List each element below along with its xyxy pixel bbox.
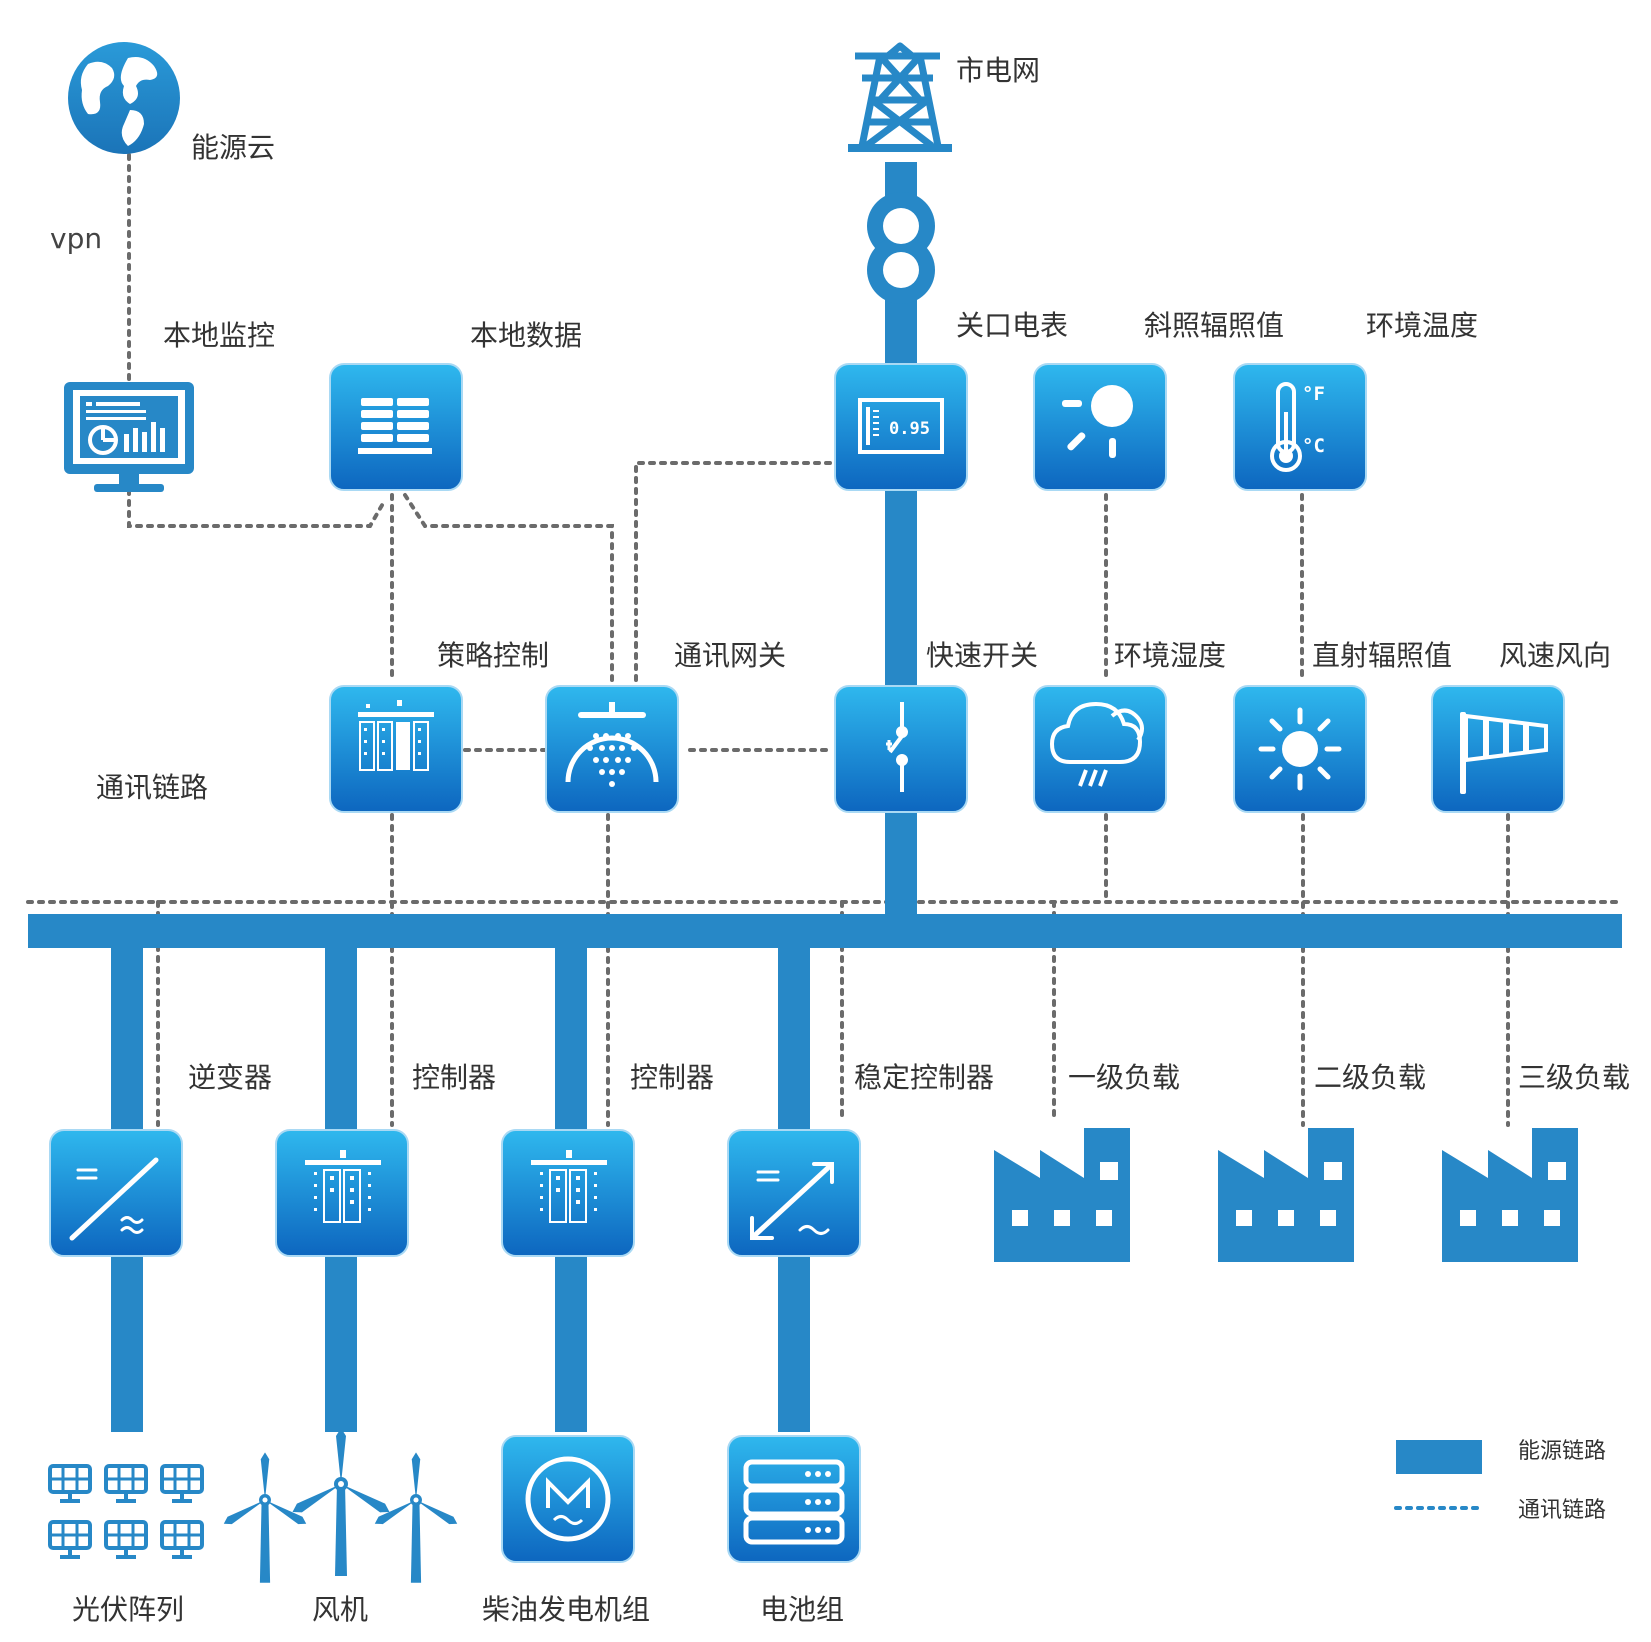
env-temp-tile[interactable]: °F °C (1233, 363, 1367, 491)
legend-energy-label: 能源链路 (1518, 1439, 1606, 1464)
factory-icon (1442, 1128, 1578, 1262)
controller-icon (531, 1150, 607, 1223)
direct-irradiance-tile[interactable] (1233, 685, 1367, 813)
strategy-label: 策略控制 (437, 639, 549, 672)
fast-switch-tile[interactable] (834, 685, 968, 813)
factory-icon (994, 1128, 1130, 1262)
wind-turbine-unit (223, 1452, 307, 1583)
tilt-irradiance-label: 斜照辐照值 (1144, 309, 1284, 342)
solar-panel-unit (48, 1520, 92, 1559)
inverter-label: 逆变器 (188, 1061, 272, 1094)
meter-label: 关口电表 (956, 309, 1068, 342)
thermometer-icon: °F °C (1270, 382, 1325, 472)
server-rack-icon (358, 398, 432, 454)
bidirectional-converter-icon (750, 1162, 834, 1240)
sun-icon (1258, 707, 1342, 791)
battery-tile[interactable] (727, 1435, 861, 1563)
load3-label: 三级负载 (1518, 1061, 1630, 1094)
comm-meter-gateway (634, 461, 832, 682)
controller-icon (305, 1150, 381, 1223)
battery-icon (743, 1459, 845, 1545)
comm-link-label: 通讯链路 (96, 771, 208, 804)
inverter-icon (69, 1157, 159, 1241)
comm-monitor-bus (127, 488, 387, 528)
env-humidity-label: 环境湿度 (1114, 639, 1226, 672)
windsock-icon (1460, 712, 1548, 794)
solar-panel-unit (160, 1520, 204, 1559)
transformer-icon (867, 192, 935, 304)
rain-cloud-icon (1049, 701, 1144, 787)
diesel-label: 柴油发电机组 (482, 1593, 650, 1626)
sun-tilt-icon (1062, 385, 1133, 458)
wind-sensor-label: 风速风向 (1499, 639, 1611, 672)
legend: 能源链路 通讯链路 (1394, 1439, 1606, 1523)
fast-switch-label: 快速开关 (926, 639, 1038, 672)
gateway-label: 通讯网关 (674, 639, 786, 672)
wind-turbine-icon (223, 1428, 458, 1583)
wind-controller-label: 控制器 (412, 1061, 496, 1094)
env-temp-label: 环境温度 (1366, 309, 1478, 342)
unit-f: °F (1302, 383, 1325, 405)
meter-reading: 0.95 (889, 419, 930, 439)
switch-icon (886, 702, 908, 792)
gateway-icon (565, 702, 659, 787)
battery-label: 电池组 (760, 1593, 844, 1626)
load1-label: 一级负载 (1068, 1061, 1180, 1094)
local-data-tile[interactable] (329, 363, 463, 491)
unit-c: °C (1302, 435, 1325, 457)
monitor-icon (64, 382, 194, 492)
globe-icon (68, 42, 180, 154)
factory-icon (1218, 1128, 1354, 1262)
wind-turbine-unit (292, 1428, 390, 1576)
energy-main-bus (28, 914, 1622, 948)
load2-label: 二级负载 (1314, 1061, 1426, 1094)
pv-label: 光伏阵列 (72, 1593, 184, 1626)
solar-panel-unit (104, 1464, 148, 1503)
wind-turbine-unit (374, 1452, 458, 1583)
solar-panel-unit (48, 1464, 92, 1503)
strategy-tile[interactable] (329, 685, 463, 813)
wind-turbine-label: 风机 (312, 1593, 368, 1626)
legend-energy-swatch (1396, 1440, 1482, 1474)
grid-label: 市电网 (956, 54, 1040, 87)
power-tower-icon (848, 42, 952, 152)
inverter-tile[interactable] (49, 1129, 183, 1257)
generator-icon (525, 1456, 611, 1542)
meter-icon: 0.95 (858, 398, 944, 454)
wind-controller-tile[interactable] (275, 1129, 409, 1257)
stabilizer-label: 稳定控制器 (854, 1061, 994, 1094)
vpn-label: vpn (50, 222, 102, 255)
solar-panel-unit (104, 1520, 148, 1559)
diesel-controller-tile[interactable] (501, 1129, 635, 1257)
meter-tile[interactable]: 0.95 (834, 363, 968, 491)
comm-links (26, 153, 1624, 1127)
diesel-tile[interactable] (501, 1435, 635, 1563)
legend-comm-label: 通讯链路 (1518, 1498, 1606, 1523)
local-monitor-label: 本地监控 (163, 319, 275, 352)
tilt-irradiance-tile[interactable] (1033, 363, 1167, 491)
diesel-controller-label: 控制器 (630, 1061, 714, 1094)
wind-sensor-tile[interactable] (1431, 685, 1565, 813)
stabilizer-tile[interactable] (727, 1129, 861, 1257)
direct-irradiance-label: 直射辐照值 (1312, 639, 1452, 672)
gateway-tile[interactable] (545, 685, 679, 813)
controller-icon (358, 700, 434, 771)
solar-panel-unit (160, 1464, 204, 1503)
cloud-label: 能源云 (191, 131, 275, 164)
comm-data-gateway (403, 493, 614, 682)
solar-panel-icon (48, 1464, 204, 1559)
env-humidity-tile[interactable] (1033, 685, 1167, 813)
local-data-label: 本地数据 (470, 319, 582, 352)
